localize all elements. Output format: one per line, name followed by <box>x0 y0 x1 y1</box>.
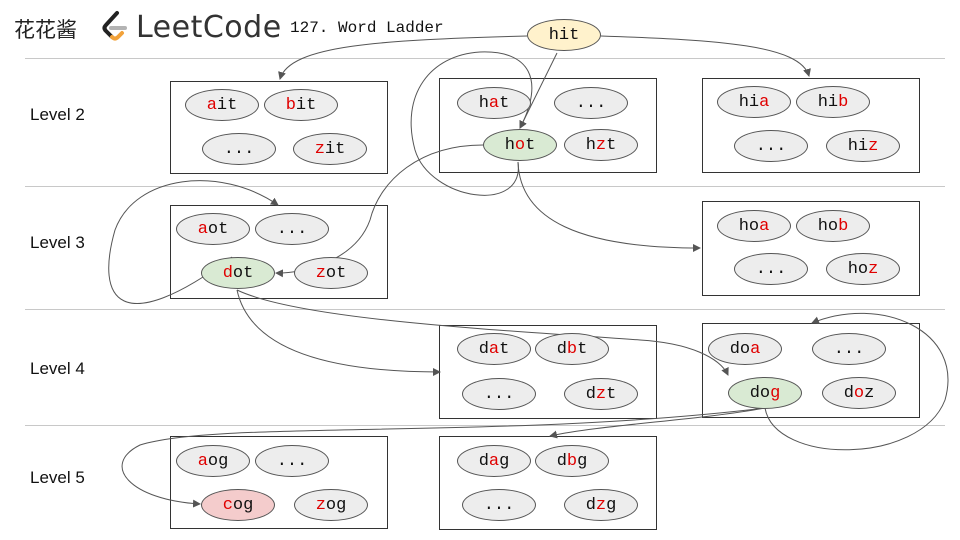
ellipsis-node: ... <box>255 213 329 245</box>
root-node-hit: hit <box>527 19 601 51</box>
edge-hit-to-level2-right <box>600 35 811 77</box>
separator-line <box>25 309 945 310</box>
separator-line <box>25 58 945 59</box>
brand-name: 花花酱 <box>14 18 77 42</box>
separator-line <box>25 425 945 426</box>
ellipsis-node: ... <box>734 253 808 285</box>
ellipsis-node: ... <box>462 378 536 410</box>
ellipsis-node: ... <box>554 87 628 119</box>
edge-dot-to-level4-left <box>236 289 441 376</box>
level-label-4: Level 4 <box>30 359 85 378</box>
problem-title: 127. Word Ladder <box>290 19 444 37</box>
level-label-5: Level 5 <box>30 468 85 487</box>
ellipsis-node: ... <box>255 445 329 477</box>
level-label-3: Level 3 <box>30 233 85 252</box>
separator-line <box>25 186 945 187</box>
edge-hot-to-level3-right <box>517 161 701 252</box>
leetcode-logo-icon <box>100 10 130 44</box>
ellipsis-node: ... <box>734 130 808 162</box>
ellipsis-node: ... <box>462 489 536 521</box>
logo-text: LeetCode <box>136 10 282 45</box>
ellipsis-node: ... <box>812 333 886 365</box>
ellipsis-node: ... <box>202 133 276 165</box>
level-label-2: Level 2 <box>30 105 85 124</box>
